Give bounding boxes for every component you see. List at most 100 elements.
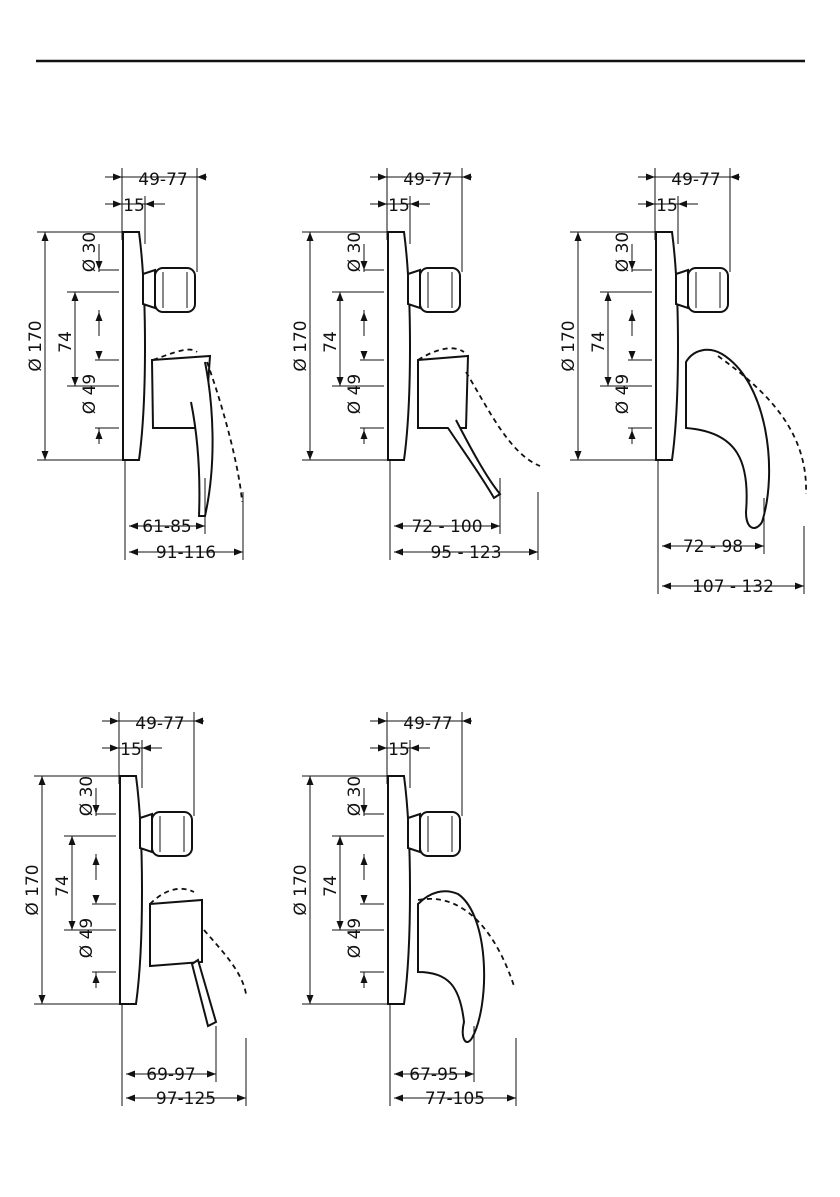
dimension-label-outer-range: 77-105 <box>425 1089 485 1109</box>
dimension-label-center-distance: 74 <box>56 331 76 353</box>
arrowhead <box>197 174 206 181</box>
arrowhead <box>126 1095 135 1102</box>
dimension-label-depth-range: 49-77 <box>671 170 720 190</box>
arrowhead <box>113 201 122 208</box>
dimension-label-outer-range: 91-116 <box>156 543 216 563</box>
dimension-label-outer-range: 95 - 123 <box>430 543 501 563</box>
dimension-label-handle-diameter: Ø 49 <box>345 918 365 958</box>
diverter-collar <box>143 270 155 308</box>
diverter-collar <box>408 270 420 308</box>
dimension-label-plate-diameter: Ø 170 <box>559 320 579 371</box>
arrowhead <box>462 718 471 725</box>
dimension-label-inner-range: 67-95 <box>409 1065 458 1085</box>
arrowhead <box>410 201 419 208</box>
diverter-collar <box>408 814 420 852</box>
arrowhead <box>755 543 764 550</box>
arrowhead <box>96 312 103 321</box>
arrowhead <box>361 974 368 983</box>
dimension-label-center-distance: 74 <box>321 331 341 353</box>
arrowhead <box>72 292 79 301</box>
arrowhead <box>307 776 314 785</box>
diverter-knob <box>688 268 728 312</box>
diverter-knob <box>420 268 460 312</box>
arrowhead <box>462 174 471 181</box>
arrowhead <box>394 549 403 556</box>
cover-plate <box>388 776 410 1004</box>
arrowhead <box>361 856 368 865</box>
arrowhead <box>110 718 119 725</box>
arrowhead <box>629 351 636 360</box>
arrowhead <box>194 718 203 725</box>
arrowhead <box>378 745 387 752</box>
arrowhead <box>110 745 119 752</box>
dimension-label-outer-range: 97-125 <box>156 1089 216 1109</box>
dimension-label-handle-diameter: Ø 49 <box>77 918 97 958</box>
arrowhead <box>69 836 76 845</box>
dimension-label-inner-range: 72 - 98 <box>683 537 743 557</box>
arrowhead <box>196 523 205 530</box>
dimension-label-spout-diameter: Ø 30 <box>613 232 633 272</box>
arrowhead <box>662 583 671 590</box>
arrowhead <box>394 1095 403 1102</box>
arrowhead <box>646 201 655 208</box>
arrowhead <box>129 523 138 530</box>
arrowhead <box>678 201 687 208</box>
arrowhead <box>662 543 671 550</box>
dimension-label-center-distance: 74 <box>589 331 609 353</box>
arrowhead <box>93 856 100 865</box>
diverter-knob <box>420 812 460 856</box>
dimension-label-inner-range: 72 - 100 <box>411 517 482 537</box>
diverter-collar <box>140 814 152 852</box>
arrowhead <box>42 451 49 460</box>
dimension-label-offset: 15 <box>120 740 142 760</box>
arrowhead <box>605 377 612 386</box>
dimension-label-handle-diameter: Ø 49 <box>80 374 100 414</box>
arrowhead <box>337 377 344 386</box>
arrowhead <box>337 292 344 301</box>
cover-plate <box>388 232 410 460</box>
arrowhead <box>394 1071 403 1078</box>
arrowhead <box>39 776 46 785</box>
arrowhead <box>126 1071 135 1078</box>
dimension-label-depth-range: 49-77 <box>138 170 187 190</box>
arrowhead <box>361 895 368 904</box>
dimension-label-plate-diameter: Ø 170 <box>291 864 311 915</box>
arrowhead <box>378 201 387 208</box>
arrowhead <box>307 232 314 241</box>
arrowhead <box>361 312 368 321</box>
arrowhead <box>795 583 804 590</box>
cover-plate <box>120 776 142 1004</box>
arrowhead <box>93 974 100 983</box>
lever-swing-outline <box>466 372 540 466</box>
arrowhead <box>575 451 582 460</box>
arrowhead <box>605 292 612 301</box>
arrowhead <box>378 718 387 725</box>
diverter-knob <box>152 812 192 856</box>
dimension-label-plate-diameter: Ø 170 <box>23 864 43 915</box>
arrowhead <box>337 836 344 845</box>
arrowhead <box>646 174 655 181</box>
dimension-label-offset: 15 <box>388 740 410 760</box>
dimension-label-offset: 15 <box>123 196 145 216</box>
dimension-label-handle-diameter: Ø 49 <box>345 374 365 414</box>
arrowhead <box>378 174 387 181</box>
mixer-body-outline <box>418 356 468 428</box>
arrowhead <box>629 312 636 321</box>
lever-outline <box>418 891 484 1042</box>
lever-outline <box>192 960 216 1026</box>
arrowhead <box>234 549 243 556</box>
mixer-body-outline <box>150 900 202 966</box>
arrowhead <box>575 232 582 241</box>
arrowhead <box>237 1095 246 1102</box>
mixer-drawing-angled-lever: 49-7715Ø 170Ø 3074Ø 4972 - 10095 - 123 <box>291 168 540 563</box>
arrowhead <box>410 745 419 752</box>
dimension-label-depth-range: 49-77 <box>403 170 452 190</box>
arrowhead <box>507 1095 516 1102</box>
arrowhead <box>307 995 314 1004</box>
arrowhead <box>361 351 368 360</box>
arrowhead <box>629 430 636 439</box>
